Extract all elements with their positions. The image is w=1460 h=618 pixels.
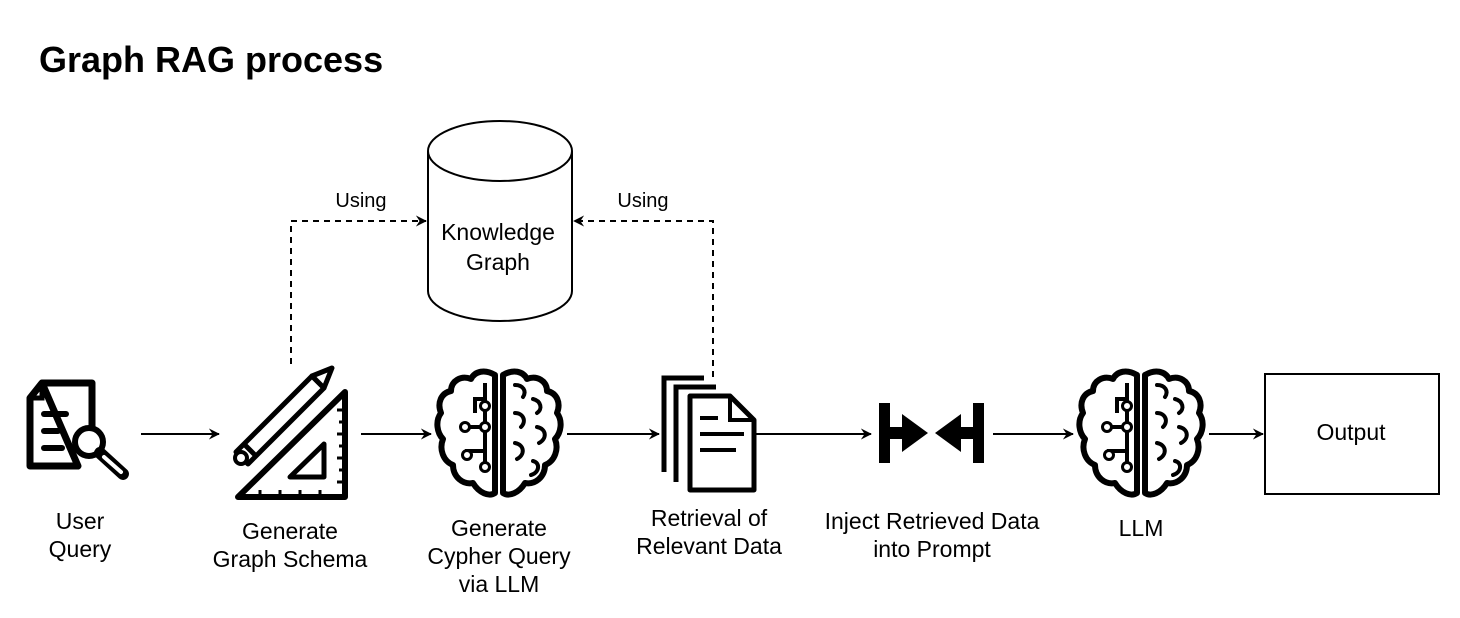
ruler-pencil-icon: [233, 365, 348, 500]
knowledge-graph-label-line1: Knowledge: [441, 219, 555, 245]
knowledge-graph-node: Knowledge Graph: [427, 120, 573, 322]
retrieval-using-label: Using: [617, 190, 668, 212]
stacked-documents-icon: [661, 375, 757, 493]
step-llm: LLM: [1079, 372, 1202, 541]
output-label: Output: [1316, 419, 1386, 445]
step-inject-retrieved-data: Inject Retrieved Data into Prompt: [825, 403, 1040, 562]
step-label-line3: via LLM: [459, 571, 540, 597]
step-label-line1: User: [56, 508, 105, 534]
step-label-line2: Cypher Query: [427, 543, 571, 569]
schema-using-connector: Using: [290, 190, 427, 364]
brain-circuit-icon: [1079, 372, 1202, 495]
page-title: Graph RAG process: [39, 39, 383, 80]
document-search-icon: [26, 379, 129, 480]
retrieval-using-connector: Using: [573, 190, 714, 377]
step-label-line1: Inject Retrieved Data: [825, 508, 1040, 534]
step-label-line1: Generate: [451, 515, 547, 541]
step-label-line2: Graph Schema: [213, 546, 368, 572]
step-label-line1: Generate: [242, 518, 338, 544]
step-user-query: User Query: [26, 379, 129, 562]
brain-circuit-icon: [437, 372, 560, 495]
step-label-line2: Relevant Data: [636, 533, 782, 559]
step-label-line1: Retrieval of: [651, 505, 768, 531]
step-generate-graph-schema: Generate Graph Schema: [213, 365, 368, 572]
step-retrieval-of-relevant-data: Retrieval of Relevant Data: [636, 375, 782, 559]
step-generate-cypher-query: Generate Cypher Query via LLM: [427, 372, 571, 597]
database-cylinder-icon: [427, 120, 573, 322]
output-node: Output: [1264, 373, 1440, 495]
merge-arrows-icon: [879, 403, 984, 463]
knowledge-graph-label-line2: Graph: [466, 249, 530, 275]
step-label-line1: LLM: [1119, 515, 1164, 541]
schema-using-label: Using: [335, 190, 386, 212]
step-label-line2: into Prompt: [873, 536, 991, 562]
step-label-line2: Query: [49, 536, 112, 562]
